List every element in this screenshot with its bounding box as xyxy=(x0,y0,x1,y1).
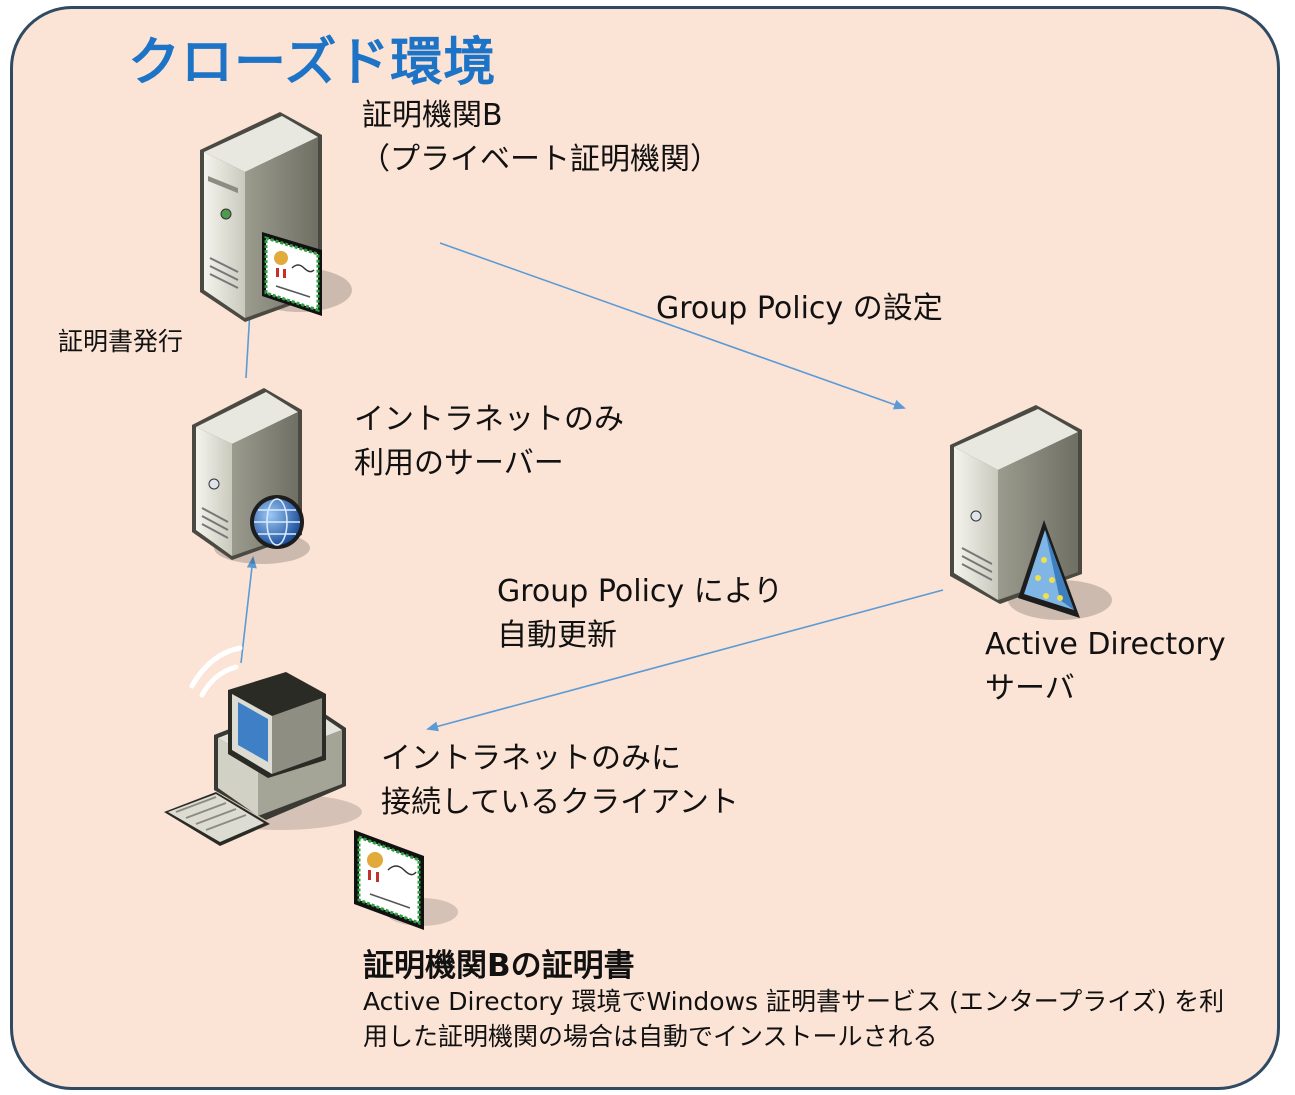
certificate-heading: 証明機関Bの証明書 xyxy=(363,948,635,984)
active-directory-server-icon xyxy=(950,405,1112,620)
client-label-line2: 接続しているクライアント xyxy=(381,785,739,820)
directory-pyramid-icon xyxy=(1018,520,1080,618)
client-computer-icon xyxy=(164,645,362,846)
intranet-server-label-line2: 利用のサーバー xyxy=(354,446,564,481)
intranet-server-label-line1: イントラネットのみ xyxy=(354,402,624,437)
private-ca-label-line1: 証明機関B xyxy=(362,98,503,133)
ad-server-label-line1: Active Directory xyxy=(985,627,1226,662)
client-label: イントラネットのみに 接続しているクライアント xyxy=(381,737,739,825)
intranet-server-label: イントラネットのみ 利用のサーバー xyxy=(354,398,624,486)
keyboard-icon xyxy=(164,792,270,846)
auto-update-label-line2: 自動更新 xyxy=(497,618,617,653)
private-ca-server-icon xyxy=(200,112,352,322)
ad-server-label-line2: サーバ xyxy=(985,671,1075,706)
ad-server-label: Active Directory サーバ xyxy=(985,623,1226,711)
private-ca-label-line2: （プライベート証明機関） xyxy=(360,142,720,177)
auto-update-label: Group Policy により 自動更新 xyxy=(497,570,783,658)
arrow-group-policy-setting xyxy=(439,242,906,410)
cert-issue-label: 証明書発行 xyxy=(58,327,184,356)
intranet-server-icon xyxy=(192,388,310,564)
auto-update-label-line1: Group Policy により xyxy=(497,574,784,609)
group-policy-setting-label: Group Policy の設定 xyxy=(656,291,943,326)
client-certificate-icon xyxy=(354,830,458,930)
client-label-line1: イントラネットのみに xyxy=(381,741,681,776)
arrow-client-to-intranet xyxy=(240,556,257,664)
certificate-note: Active Directory 環境でWindows 証明書サービス (エンタ… xyxy=(363,987,1225,1051)
monitor-icon xyxy=(228,672,326,778)
globe-icon xyxy=(250,495,304,549)
private-ca-label: 証明機関B （プライベート証明機関） xyxy=(360,94,720,182)
diagram-title: クローズド環境 xyxy=(128,33,497,93)
arrow-auto-update xyxy=(426,589,944,732)
ca-certificate-icon xyxy=(262,232,322,316)
